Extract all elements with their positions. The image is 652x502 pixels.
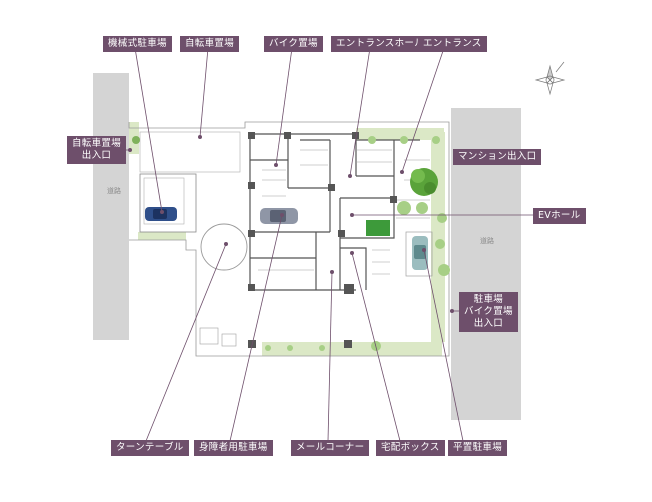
leader-lines (123, 47, 533, 442)
building-thin-lines (199, 149, 430, 347)
bicycle-area (139, 131, 241, 173)
road-label-right: 道路 (480, 237, 494, 245)
label-turntable: ターンテーブル (111, 440, 189, 456)
label-delivery-box: 宅配ボックス (376, 440, 445, 456)
label-flat-parking: 平置駐車場 (448, 440, 508, 456)
mechanical-parking-inner (143, 177, 185, 225)
label-mansion-gate: マンション出入口 (453, 149, 542, 165)
label-bicycle-parking: 自転車置場 (180, 36, 240, 52)
label-mail-corner: メールコーナー (291, 440, 370, 456)
label-parking-gate: 駐車場 バイク置場 出入口 (459, 292, 518, 332)
label-entrance-hall: エントランスホール (331, 36, 430, 52)
compass-icon (534, 61, 566, 96)
site-boundary (128, 121, 450, 357)
label-bicycle-gate: 自転車置場 出入口 (67, 136, 127, 164)
green-strip-top (356, 128, 444, 140)
green-strip-bottom (262, 342, 442, 356)
columns (248, 132, 397, 348)
label-bike-parking: バイク置場 (264, 36, 323, 52)
green-strip-right (431, 132, 445, 342)
lobby-garden (366, 220, 390, 236)
label-ev-hall: EVホール (533, 208, 586, 224)
road-label-left: 道路 (107, 187, 121, 195)
trees (132, 136, 450, 351)
mechanical-parking-box (139, 173, 197, 233)
turntable-circle (200, 223, 248, 271)
label-accessible-parking: 身障者用駐車場 (194, 440, 273, 456)
flat-parking-bay (405, 231, 433, 277)
car-accessible (260, 208, 298, 224)
green-strip-lower-left (138, 232, 186, 240)
car-flat (412, 236, 428, 270)
label-mechanical-parking: 機械式駐車場 (103, 36, 172, 52)
car-mechanical (145, 207, 177, 221)
label-entrance: エントランス (418, 36, 487, 52)
left-road (93, 73, 129, 340)
